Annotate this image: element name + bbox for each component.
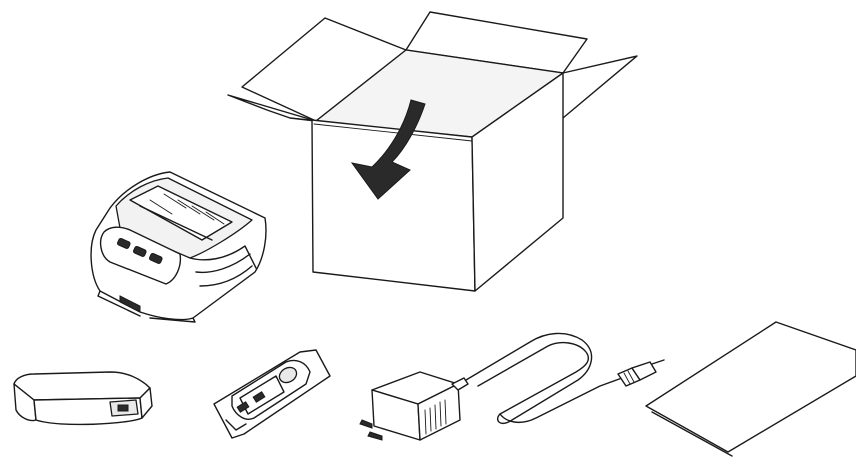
manual-sheet-icon xyxy=(645,321,856,457)
open-box-icon xyxy=(227,11,638,292)
down-arrow-icon xyxy=(350,99,426,200)
battery-pack-icon xyxy=(13,371,153,426)
mobile-printer-icon xyxy=(90,171,267,323)
belt-clip-icon xyxy=(213,349,331,439)
ac-adapter-icon xyxy=(359,332,665,441)
